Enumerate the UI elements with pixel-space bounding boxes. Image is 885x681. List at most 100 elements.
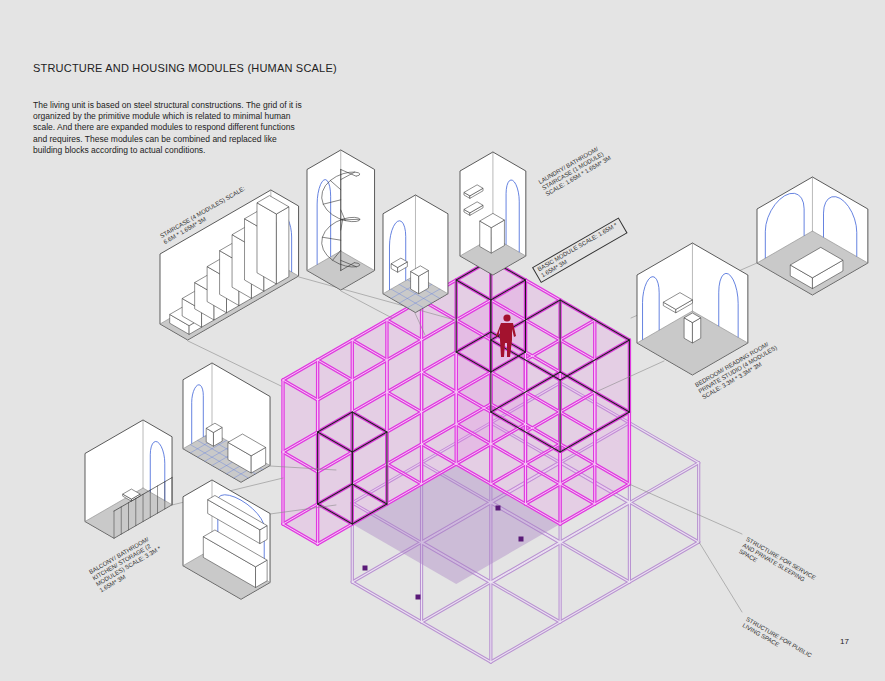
steel-member-core <box>283 524 318 544</box>
module-outline <box>560 372 629 412</box>
steel-member <box>491 300 595 360</box>
wall-edge <box>692 311 747 343</box>
steel-member-core <box>387 320 422 340</box>
furniture <box>257 196 289 214</box>
module-outline <box>352 484 387 504</box>
module-illustration <box>183 363 270 482</box>
steel-member-core <box>491 404 526 424</box>
steel-member <box>525 352 629 412</box>
railing-post <box>114 511 115 538</box>
leader-line <box>270 505 336 514</box>
steel-member-core <box>352 412 387 432</box>
beam-core <box>491 542 699 662</box>
module-outline <box>318 412 353 432</box>
module-illustration <box>460 152 526 275</box>
module-hexagon <box>307 150 375 290</box>
column-point <box>363 566 368 571</box>
module-hexagon <box>460 152 526 275</box>
module-hexagon <box>183 363 270 482</box>
furniture <box>663 293 692 310</box>
module-outline <box>490 340 491 412</box>
steel-member <box>456 352 491 372</box>
steel-member <box>525 280 629 340</box>
steel-member-core <box>283 380 318 400</box>
furniture <box>206 423 222 432</box>
arch-opening <box>192 385 204 444</box>
steel-member-core <box>456 424 491 444</box>
module-outline <box>560 380 561 452</box>
steel-member <box>456 464 560 524</box>
beam-core <box>629 503 630 582</box>
steel-member-core <box>283 380 284 524</box>
module-outline <box>352 412 387 432</box>
steel-member <box>456 320 560 380</box>
arch-opening <box>506 180 519 252</box>
description-text: The living unit is based on steel struct… <box>33 100 307 156</box>
module-outline <box>491 280 526 300</box>
module-floor <box>183 432 270 482</box>
module-outline <box>560 340 629 380</box>
figure-head <box>503 314 510 321</box>
furniture <box>228 434 266 456</box>
structure-label: STRUCTURE FOR SERVICE AND PRIVATE SLEEPI… <box>738 536 823 597</box>
leader-line <box>270 466 336 470</box>
beam-core <box>698 463 699 542</box>
furniture <box>257 203 276 284</box>
steel-member-core <box>525 352 629 412</box>
module-outline <box>560 412 629 452</box>
module-illustration <box>383 195 448 313</box>
module-outline <box>352 504 387 524</box>
module-floor <box>757 231 868 295</box>
railing-post <box>150 490 151 517</box>
railing-post <box>128 503 129 530</box>
beam-core <box>560 543 561 622</box>
module-tag-text: BASIC MODULE SCALE: 1.65M * 1.65M* 3M <box>536 221 623 279</box>
beam <box>491 542 699 662</box>
module-outline <box>629 340 630 412</box>
railing-post <box>121 507 122 534</box>
module-illustration <box>637 243 748 375</box>
steel-member <box>628 340 631 484</box>
stair-tread <box>341 172 355 180</box>
steel-member <box>456 392 560 452</box>
steel-member-core <box>491 372 595 432</box>
page-title: STRUCTURE AND HOUSING MODULES (HUMAN SCA… <box>33 62 337 74</box>
furniture <box>684 313 701 323</box>
structure-label: STRUCTURE FOR PUBLIC LIVING SPACE <box>741 616 822 671</box>
steel-member <box>456 424 491 444</box>
module-illustration <box>160 190 299 340</box>
module-label: BALCONY/ BATHROOM/ KITCHEN/ STORAGE (2 M… <box>88 528 175 594</box>
steel-member-core <box>491 300 595 360</box>
steel-member <box>318 432 353 452</box>
module-hexagon <box>85 420 172 538</box>
page-number: 17 <box>840 637 860 647</box>
arch-opening <box>317 180 331 265</box>
furniture <box>391 258 407 267</box>
steel-member <box>422 444 457 464</box>
module-outline <box>456 280 491 300</box>
beam <box>628 503 631 582</box>
module-outline <box>352 432 387 452</box>
module-outline <box>318 432 353 452</box>
module-hexagon <box>637 243 748 375</box>
furniture <box>464 185 483 196</box>
floor-tile <box>407 289 439 308</box>
steel-member-core <box>318 360 353 380</box>
service-structure <box>283 260 629 544</box>
steel-member-core <box>421 300 422 444</box>
arch-opening <box>389 221 405 290</box>
furniture <box>276 207 288 284</box>
beam <box>697 463 700 542</box>
steel-member-core <box>318 432 353 452</box>
steel-member-core <box>456 464 560 524</box>
wall-edge <box>341 251 375 271</box>
stair-tread <box>341 170 356 177</box>
beam-core <box>490 583 491 662</box>
module-hexagon <box>383 195 448 313</box>
highlighted-modules <box>318 260 630 524</box>
furniture <box>790 247 843 277</box>
steel-member-core <box>422 444 457 464</box>
furniture <box>208 495 267 529</box>
module-hexagon <box>160 190 299 340</box>
